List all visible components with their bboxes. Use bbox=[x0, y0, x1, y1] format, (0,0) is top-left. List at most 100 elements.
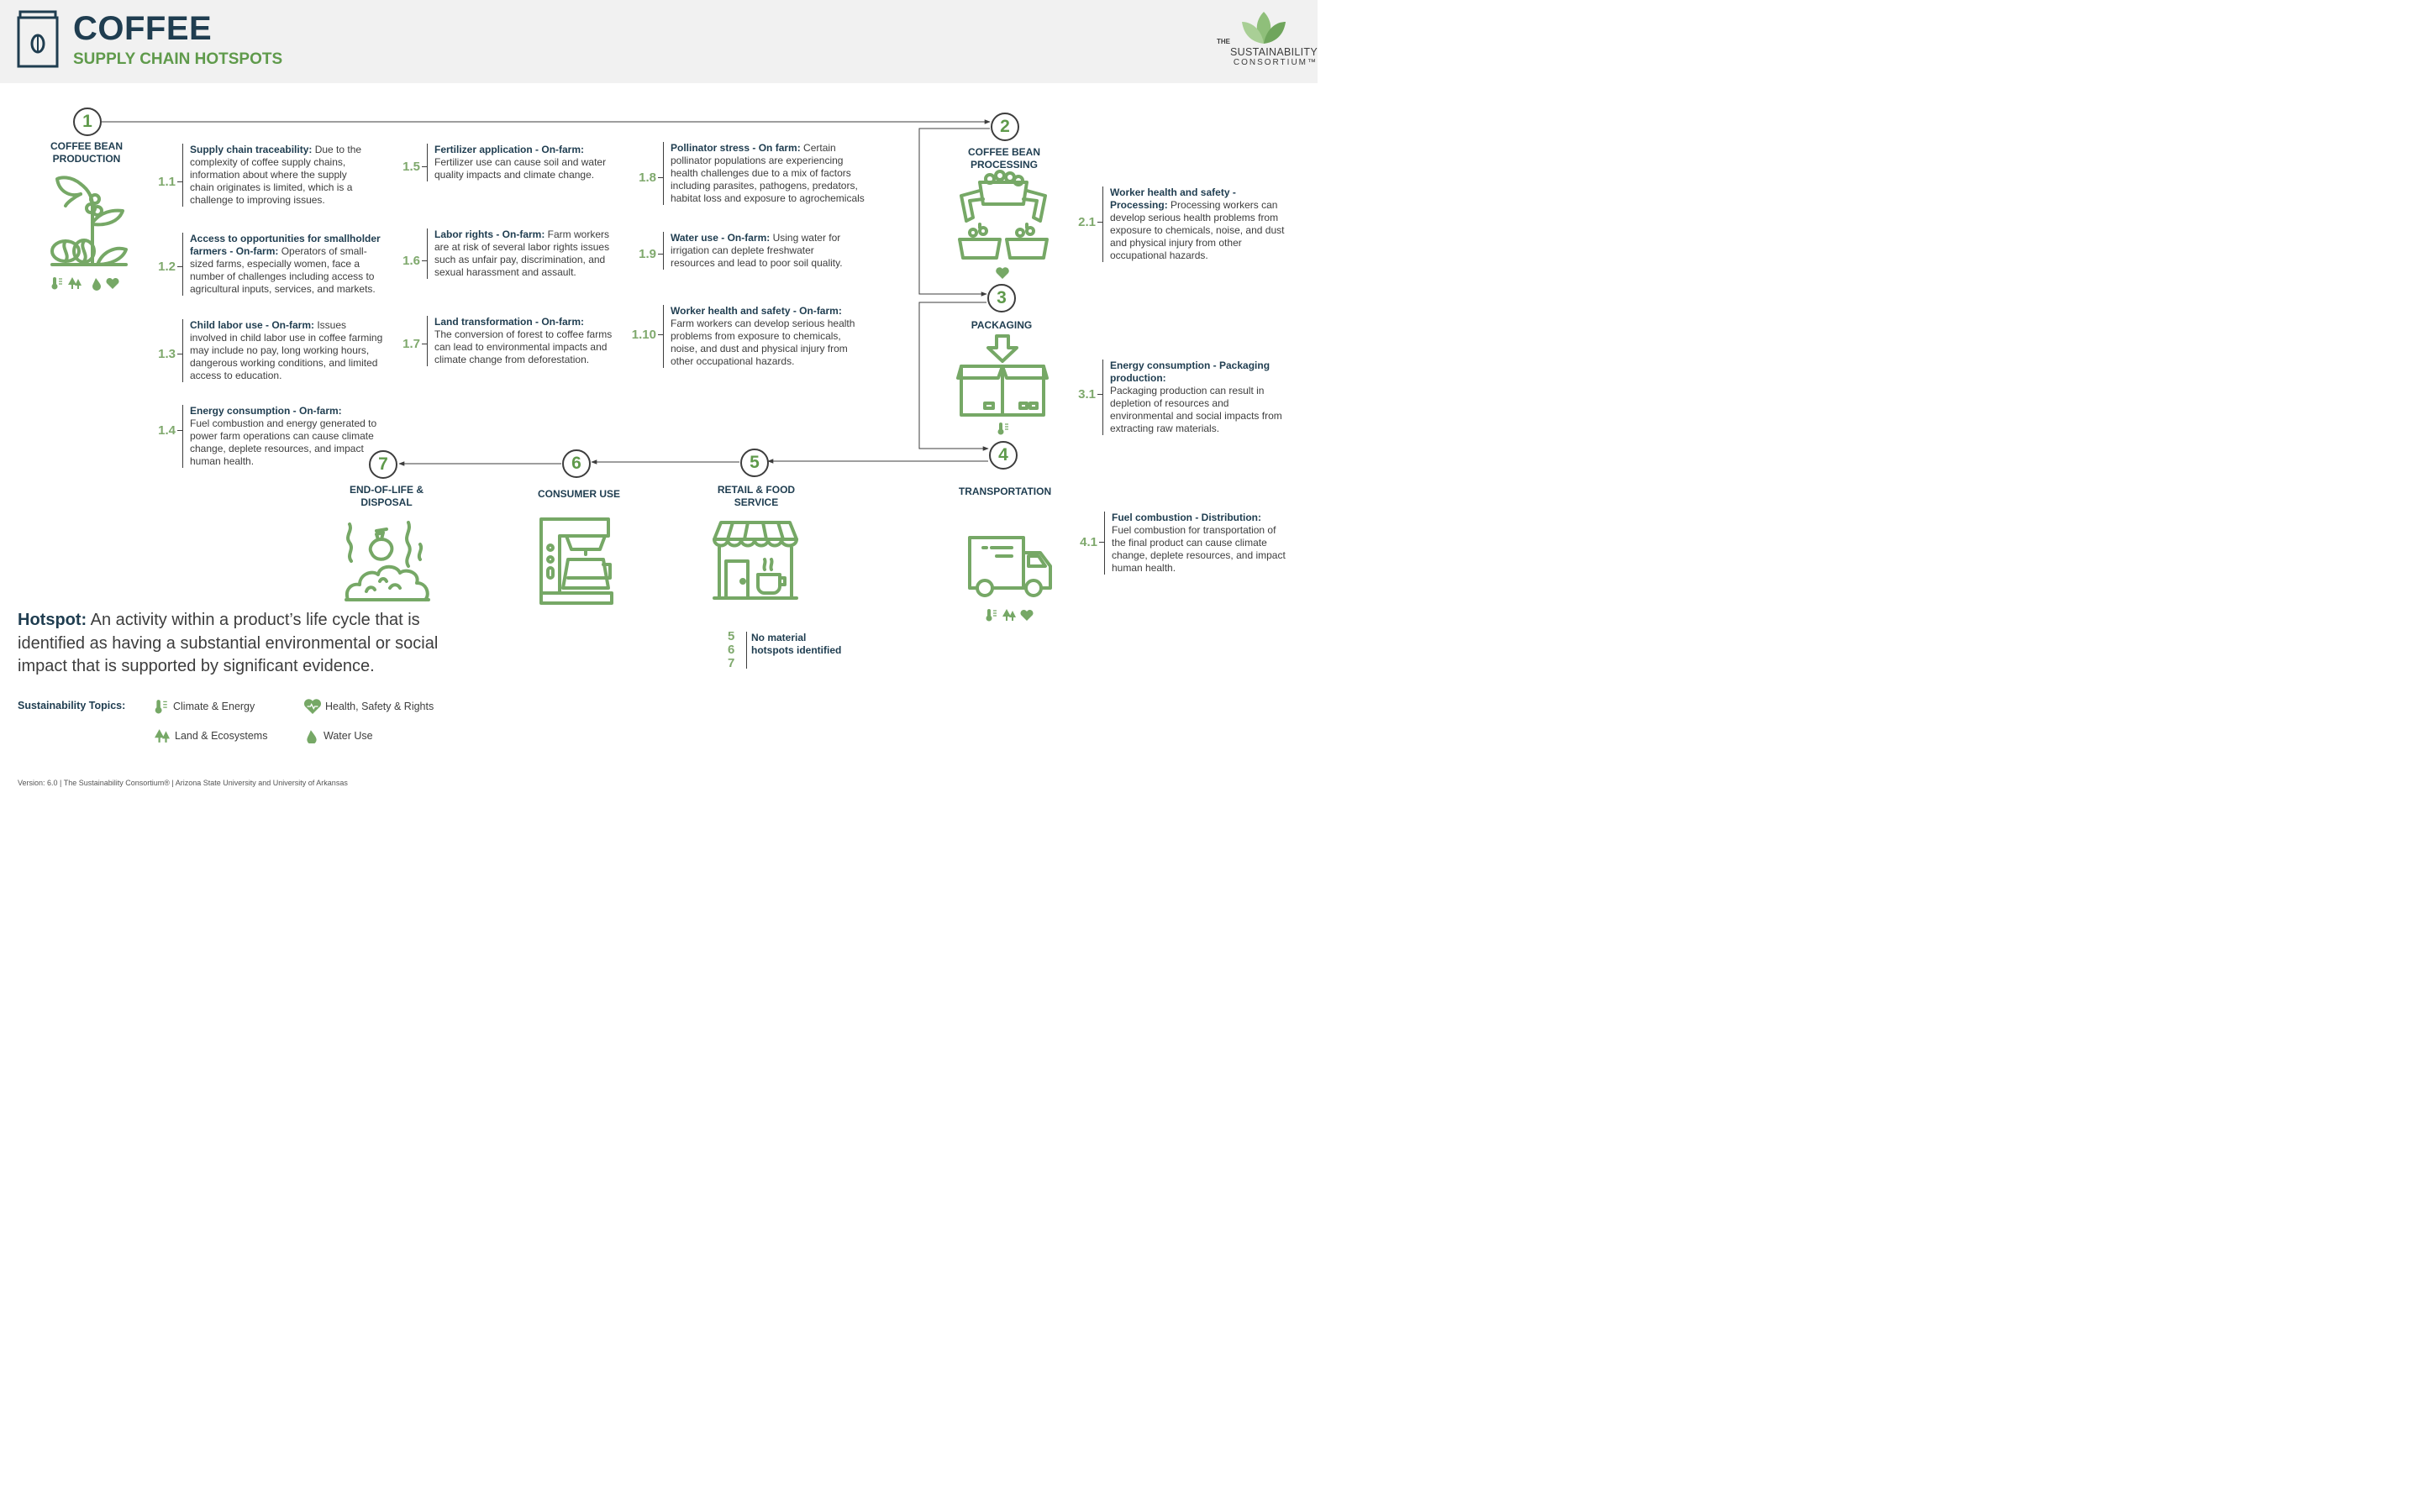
hotspot-title: Fertilizer application - On-farm: bbox=[434, 144, 585, 155]
definition-term: Hotspot: bbox=[18, 611, 87, 629]
processing-icon bbox=[958, 170, 1049, 260]
box-icon bbox=[956, 334, 1049, 417]
hotspot-title: Fuel combustion - Distribution: bbox=[1112, 512, 1261, 523]
logo-line2: CONSORTIUM™ bbox=[1233, 58, 1318, 67]
page-title: COFFEE bbox=[73, 10, 213, 47]
stage-6-number: 6 bbox=[562, 449, 591, 478]
hotspot-title: Pollinator stress - On farm: bbox=[671, 142, 801, 154]
hotspot-id: 1.1 bbox=[158, 175, 176, 189]
hotspot-id: 1.8 bbox=[639, 171, 656, 185]
coffee-maker-icon bbox=[539, 517, 613, 605]
page-subtitle: SUPPLY CHAIN HOTSPOTS bbox=[73, 50, 283, 68]
stage-3-topic-icons bbox=[997, 423, 1008, 435]
truck-icon bbox=[968, 536, 1052, 597]
topic-name: Land & Ecosystems bbox=[175, 730, 268, 742]
hotspot-text: Using water for irrigation can deplete f… bbox=[671, 232, 843, 269]
stage-4-label: TRANSPORTATION bbox=[958, 486, 1052, 497]
hotspot-title: Energy consumption - Packaging productio… bbox=[1110, 360, 1270, 384]
stage-1-topic-icons bbox=[51, 277, 119, 291]
topics-label: Sustainability Topics: bbox=[18, 700, 126, 711]
topic-health-safety-rights: Health, Safety & Rights bbox=[303, 699, 434, 714]
hotspot-id: 1.7 bbox=[402, 337, 420, 351]
topic-name: Water Use bbox=[324, 730, 373, 742]
hotspot-id: 1.5 bbox=[402, 160, 420, 174]
hotspot-1-7: 1.7 Land transformation - On-farm: The c… bbox=[402, 316, 617, 366]
no-material-note: No material hotspots identified bbox=[746, 632, 844, 669]
hotspot-title: Land transformation - On-farm: bbox=[434, 316, 585, 328]
hotspot-2-1: 2.1 Worker health and safety - Processin… bbox=[1078, 186, 1291, 262]
hotspot-text: Issues involved in child labor use in co… bbox=[190, 319, 383, 381]
hotspot-text: Fuel combustion and energy generated to … bbox=[190, 417, 377, 467]
arrow-3-to-4 bbox=[918, 302, 989, 451]
stage-1-number: 1 bbox=[73, 108, 102, 136]
hotspot-text: Farm workers are at risk of several labo… bbox=[434, 228, 610, 278]
hotspot-title: Access to opportunities for smallholder … bbox=[190, 233, 381, 257]
consortium-logo: THE SUSTAINABILITY CONSORTIUM™ bbox=[1215, 10, 1318, 71]
hotspot-1-6: 1.6 Labor rights - On-farm: Farm workers… bbox=[402, 228, 617, 279]
topic-climate-energy: Climate & Energy bbox=[153, 699, 255, 714]
hotspot-1-9: 1.9 Water use - On-farm: Using water for… bbox=[639, 232, 848, 270]
stage-4-topic-icons bbox=[986, 609, 1034, 622]
hotspot-title: Water use - On-farm: bbox=[671, 232, 771, 244]
stage-2-number: 2 bbox=[991, 113, 1019, 141]
stage-1-label: COFFEE BEAN PRODUCTION bbox=[50, 140, 124, 165]
definition-text: An activity within a product’s life cycl… bbox=[18, 611, 439, 675]
hotspot-id: 1.4 bbox=[158, 423, 176, 438]
hotspot-text: Fertilizer use can cause soil and water … bbox=[434, 156, 607, 181]
footer-version: Version: 6.0 | The Sustainability Consor… bbox=[18, 779, 348, 787]
hotspot-title: Worker health and safety - Processing: bbox=[1110, 186, 1236, 211]
hotspot-text: Packaging production can result in deple… bbox=[1110, 385, 1282, 434]
hotspot-3-1: 3.1 Energy consumption - Packaging produ… bbox=[1078, 360, 1294, 435]
stage-2-label: COFFEE BEAN PROCESSING bbox=[967, 146, 1040, 171]
hotspot-id: 3.1 bbox=[1078, 387, 1096, 402]
stage-3-label: PACKAGING bbox=[971, 319, 1033, 331]
stage-5-number: 5 bbox=[740, 449, 769, 477]
lotus-logo-icon bbox=[1242, 12, 1286, 44]
hotspot-title: Labor rights - On-farm: bbox=[434, 228, 545, 240]
hotspot-id: 1.9 bbox=[639, 247, 656, 261]
hotspot-text: Operators of small-sized farms, especial… bbox=[190, 245, 376, 295]
no-material-num: 5 bbox=[728, 629, 735, 643]
hotspot-text: The conversion of forest to coffee farms… bbox=[434, 328, 613, 365]
hotspot-1-1: 1.1 Supply chain traceability: Due to th… bbox=[158, 144, 366, 207]
header: COFFEE SUPPLY CHAIN HOTSPOTS THE SUSTAIN… bbox=[0, 0, 1318, 83]
stage-7-number: 7 bbox=[369, 450, 397, 479]
coffee-plant-icon bbox=[50, 176, 128, 266]
hotspot-text: Processing workers can develop serious h… bbox=[1110, 199, 1285, 261]
hotspot-title: Worker health and safety - On-farm: bbox=[671, 305, 842, 317]
hotspot-1-4: 1.4 Energy consumption - On-farm: Fuel c… bbox=[158, 405, 382, 468]
flow-connectors bbox=[102, 119, 991, 466]
hotspot-title: Supply chain traceability: bbox=[190, 144, 313, 155]
no-material-stage-numbers: 5 6 7 bbox=[728, 630, 734, 670]
hotspot-1-10: 1.10 Worker health and safety - On-farm:… bbox=[632, 305, 858, 368]
hotspot-id: 1.6 bbox=[402, 254, 420, 268]
hotspot-title: Energy consumption - On-farm: bbox=[190, 405, 342, 417]
water-drop-icon bbox=[307, 730, 317, 743]
hotspot-1-3: 1.3 Child labor use - On-farm: Issues in… bbox=[158, 319, 386, 382]
stage-7-label: END-OF-LIFE & DISPOSAL bbox=[350, 484, 424, 508]
hotspot-id: 4.1 bbox=[1080, 535, 1097, 549]
topic-water-use: Water Use bbox=[303, 728, 373, 743]
stage-2-topic-icons bbox=[996, 267, 1009, 279]
topic-name: Health, Safety & Rights bbox=[325, 701, 434, 712]
hotspot-text: Due to the complexity of coffee supply c… bbox=[190, 144, 362, 206]
stage-3-number: 3 bbox=[987, 284, 1016, 312]
stage-5-label: RETAIL & FOOD SERVICE bbox=[717, 484, 796, 508]
arrow-2-to-3 bbox=[918, 128, 990, 297]
stage-4-number: 4 bbox=[989, 441, 1018, 470]
topic-land-ecosystems: Land & Ecosystems bbox=[153, 728, 267, 743]
no-material-num: 7 bbox=[728, 656, 735, 670]
store-icon bbox=[713, 521, 798, 600]
hotspot-definition: Hotspot: An activity within a product’s … bbox=[18, 609, 455, 679]
no-material-num: 6 bbox=[728, 643, 735, 657]
stage-6-label: CONSUMER USE bbox=[537, 488, 620, 500]
trees-icon bbox=[155, 729, 170, 743]
heart-pulse-icon bbox=[303, 699, 322, 714]
hotspot-1-8: 1.8 Pollinator stress - On farm: Certain… bbox=[639, 142, 870, 205]
hotspot-id: 2.1 bbox=[1078, 215, 1096, 229]
logo-the: THE bbox=[1217, 38, 1230, 45]
hotspot-title: Child labor use - On-farm: bbox=[190, 319, 315, 331]
waste-pile-icon bbox=[345, 521, 430, 601]
thermometer-icon bbox=[155, 700, 167, 714]
logo-line1: SUSTAINABILITY bbox=[1230, 46, 1318, 58]
